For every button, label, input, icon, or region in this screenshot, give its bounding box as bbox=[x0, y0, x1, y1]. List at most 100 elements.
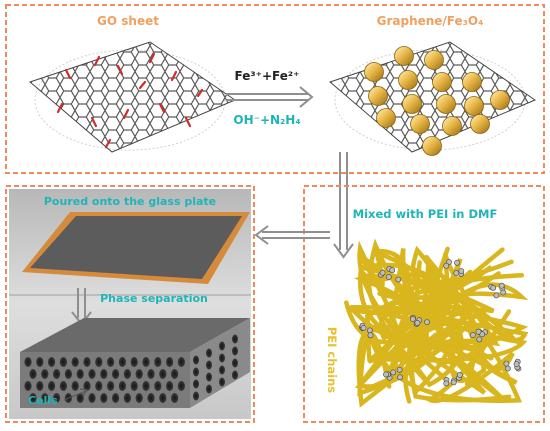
pore bbox=[24, 357, 32, 367]
nanoparticle bbox=[490, 90, 510, 110]
cluster-particle bbox=[385, 274, 392, 280]
pour-label: Poured onto the glass plate bbox=[44, 195, 216, 208]
cluster-particle bbox=[500, 289, 507, 296]
reagent-bottom-label: OH⁻+N₂H₄ bbox=[233, 113, 300, 127]
pore bbox=[219, 341, 225, 351]
cluster-particle bbox=[379, 269, 386, 276]
cluster-particle bbox=[453, 270, 460, 276]
down-arrow-top bbox=[333, 152, 354, 259]
cluster-particle bbox=[389, 267, 396, 274]
pore bbox=[142, 357, 150, 367]
pore bbox=[112, 369, 120, 379]
pore bbox=[59, 357, 67, 367]
pore bbox=[123, 393, 131, 403]
pore bbox=[29, 369, 37, 379]
cluster-particle bbox=[409, 316, 416, 322]
pore bbox=[100, 369, 108, 379]
pore bbox=[53, 393, 61, 403]
pore bbox=[83, 381, 91, 391]
pei-chain bbox=[403, 252, 501, 404]
nanoparticle bbox=[364, 62, 384, 82]
nanoparticle bbox=[394, 46, 414, 66]
cells-pointer bbox=[63, 390, 87, 401]
cluster-particle bbox=[493, 292, 500, 299]
pore bbox=[71, 357, 79, 367]
cluster-particle bbox=[498, 282, 505, 289]
nanoparticle bbox=[368, 86, 388, 106]
pore bbox=[112, 393, 120, 403]
pore bbox=[193, 355, 199, 365]
pore bbox=[219, 365, 225, 375]
pore bbox=[232, 334, 238, 344]
nanoparticle bbox=[432, 72, 452, 92]
bottom-left-panel-border bbox=[5, 185, 255, 423]
pore bbox=[123, 369, 131, 379]
nanoparticle bbox=[376, 108, 396, 128]
pore bbox=[95, 357, 103, 367]
pore bbox=[76, 393, 84, 403]
cluster-particle bbox=[458, 268, 465, 274]
nanoparticle bbox=[442, 116, 462, 136]
pore bbox=[177, 381, 185, 391]
pore bbox=[24, 381, 32, 391]
cluster-particle bbox=[360, 324, 367, 331]
glass-plate-icon bbox=[22, 212, 250, 284]
nanoparticle bbox=[398, 70, 418, 90]
pore bbox=[154, 357, 162, 367]
cluster-particle bbox=[414, 319, 421, 326]
pore bbox=[95, 381, 103, 391]
pore bbox=[48, 381, 56, 391]
nanoparticle bbox=[424, 50, 444, 70]
phase-separation-label: Phase separation bbox=[100, 292, 208, 305]
pore bbox=[166, 357, 174, 367]
pore bbox=[147, 369, 155, 379]
pore bbox=[83, 357, 91, 367]
pore bbox=[232, 346, 238, 356]
pore bbox=[130, 357, 138, 367]
cells-label: Cells bbox=[28, 394, 58, 407]
pore bbox=[71, 381, 79, 391]
nanoparticle bbox=[462, 72, 482, 92]
pei-chain bbox=[354, 254, 480, 389]
cluster-particle bbox=[469, 332, 476, 338]
pore bbox=[100, 393, 108, 403]
cluster-particle bbox=[504, 365, 511, 372]
go-sheet-icon bbox=[29, 41, 237, 153]
pore bbox=[219, 353, 225, 363]
pore bbox=[206, 384, 212, 394]
pore bbox=[118, 357, 126, 367]
pore bbox=[76, 369, 84, 379]
cluster-particle bbox=[443, 380, 450, 387]
cluster-particle bbox=[450, 379, 457, 386]
pore bbox=[88, 393, 96, 403]
nanoparticle bbox=[436, 94, 456, 114]
pore bbox=[171, 369, 179, 379]
pei-chains-label: PEI chains bbox=[325, 327, 339, 393]
pore bbox=[135, 369, 143, 379]
pore bbox=[154, 381, 162, 391]
cluster-particle bbox=[383, 371, 389, 378]
cluster-particle bbox=[366, 327, 373, 334]
pore bbox=[88, 369, 96, 379]
top-panel-border bbox=[5, 4, 545, 174]
pore bbox=[48, 357, 56, 367]
cluster-particle bbox=[513, 361, 520, 367]
pore bbox=[206, 372, 212, 382]
pore bbox=[29, 393, 37, 403]
pore bbox=[147, 393, 155, 403]
nanoparticle bbox=[470, 114, 490, 134]
cluster-particle bbox=[367, 332, 374, 339]
pore bbox=[41, 393, 49, 403]
nanoparticle bbox=[422, 136, 442, 156]
cluster-particle bbox=[456, 372, 463, 378]
cluster-particle bbox=[454, 259, 460, 266]
cluster-particle bbox=[476, 336, 483, 343]
pore bbox=[193, 379, 199, 389]
cluster-particle bbox=[396, 366, 403, 373]
pore bbox=[193, 391, 199, 401]
pore bbox=[64, 369, 72, 379]
pore bbox=[107, 381, 115, 391]
pore bbox=[135, 393, 143, 403]
pore bbox=[232, 370, 238, 380]
pore bbox=[130, 381, 138, 391]
